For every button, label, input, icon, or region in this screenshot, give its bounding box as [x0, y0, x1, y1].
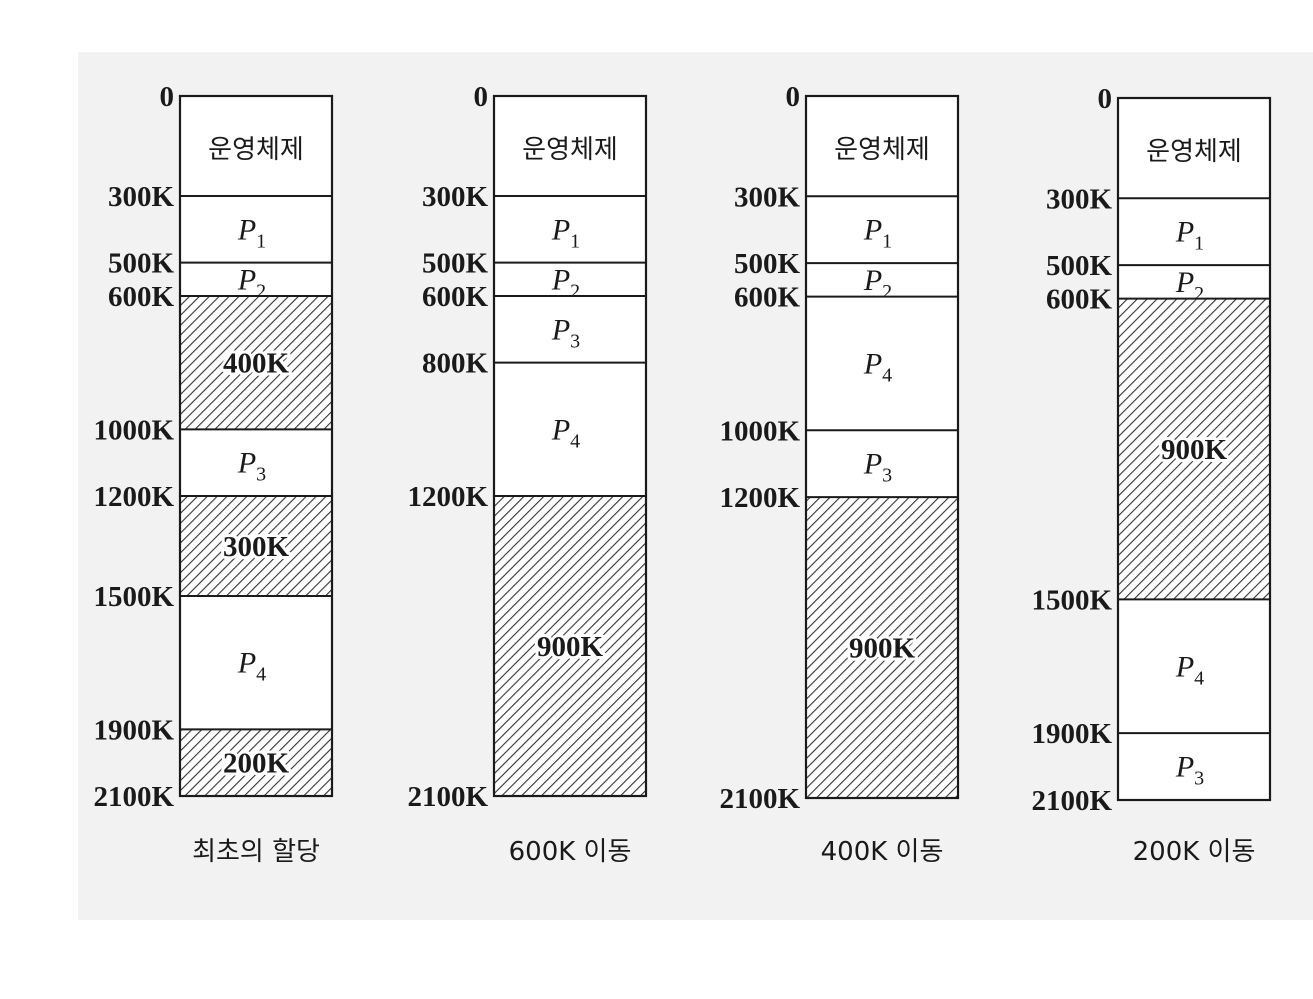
column-2-process-label-P1: P1	[551, 213, 580, 252]
column-4-process-region-P2	[1118, 265, 1270, 299]
column-2-process-label-P2: P2	[551, 263, 580, 302]
column-2-address-label: 800K	[422, 348, 489, 380]
column-2-address-label: 1200K	[407, 481, 488, 513]
column-1-address-label: 300K	[108, 181, 175, 213]
column-4-free-hole-4	[1118, 298, 1270, 600]
column-3-caption: 400K 이동	[821, 837, 944, 867]
column-4-address-label: 1500K	[1031, 584, 1112, 616]
column-3-address-label: 600K	[734, 282, 801, 314]
column-4-address-label: 500K	[1046, 250, 1113, 282]
column-4-address-label: 0	[1098, 83, 1113, 115]
column-1-address-label: 1000K	[93, 414, 174, 446]
column-2-caption: 600K 이동	[509, 837, 632, 867]
column-4-address-label: 2100K	[1031, 785, 1112, 817]
column-1-process-label-P2: P2	[237, 263, 266, 302]
column-2-hole-size-label: 900K	[537, 631, 604, 663]
column-1-free-hole-4	[180, 296, 332, 430]
column-1-process-label-P3: P3	[237, 447, 266, 486]
column-2-process-label-P3: P3	[551, 313, 580, 352]
column-4-process-region-P1	[1118, 198, 1270, 266]
column-2-process-region-P4	[494, 362, 646, 496]
column-3-address-label: 2100K	[719, 783, 800, 815]
column-4-process-label-P4: P4	[1175, 650, 1204, 689]
column-3-free-hole-6	[806, 497, 958, 798]
column-2-address-label: 300K	[422, 181, 489, 213]
column-3-process-region-P3	[806, 430, 958, 498]
column-3-address-label: 0	[786, 81, 801, 113]
column-2-os-label: 운영체제	[522, 135, 618, 165]
column-1-address-label: 1200K	[93, 481, 174, 513]
column-3-process-region-P4	[806, 296, 958, 431]
column-1-address-label: 1900K	[93, 714, 174, 746]
column-3-process-label-P2: P2	[863, 264, 892, 303]
column-3-frame	[804, 94, 960, 800]
column-1-frame	[178, 94, 334, 798]
column-4-os-region	[1118, 98, 1270, 199]
column-1-process-region-P3	[180, 429, 332, 496]
column-4-process-label-P2: P2	[1175, 266, 1204, 305]
column-3-address-label: 300K	[734, 181, 801, 213]
column-1-address-label: 600K	[108, 281, 175, 313]
column-1-address-label: 500K	[108, 248, 175, 280]
memory-columns: 운영체제P1P2400KP3300KP4200K0300K500K600K100…	[93, 81, 1272, 867]
column-1-process-region-P1	[180, 196, 332, 263]
column-3-os-label: 운영체제	[834, 135, 930, 165]
column-4-process-region-P4	[1118, 599, 1270, 734]
column-2-process-region-P3	[494, 296, 646, 363]
column-4-process-label-P3: P3	[1175, 751, 1204, 790]
column-4-os-label: 운영체제	[1146, 137, 1242, 167]
column-2-address-label: 600K	[422, 281, 489, 313]
column-4-process-region-P3	[1118, 733, 1270, 800]
column-3-process-label-P4: P4	[863, 347, 892, 386]
column-3-address-label: 500K	[734, 248, 801, 280]
column-4-address-label: 300K	[1046, 183, 1113, 215]
column-1-process-region-P2	[180, 262, 332, 296]
column-4-hole-size-label: 900K	[1161, 434, 1228, 466]
column-1-process-label-P4: P4	[237, 647, 266, 686]
column-2-os-region	[494, 96, 646, 196]
column-2-process-region-P2	[494, 262, 646, 296]
column-4-frame	[1116, 96, 1272, 802]
column-3-address-label: 1000K	[719, 415, 800, 447]
column-4-process-label-P1: P1	[1175, 216, 1204, 255]
column-1-address-label: 1500K	[93, 581, 174, 613]
column-1-hole-size-label: 300K	[223, 531, 290, 563]
column-1-address-label: 2100K	[93, 781, 174, 813]
column-1-free-hole-6	[180, 496, 332, 596]
column-1-os-label: 운영체제	[208, 135, 304, 165]
column-2-process-label-P4: P4	[551, 413, 580, 452]
column-3-process-region-P1	[806, 196, 958, 264]
column-1-hole-size-label: 200K	[223, 748, 290, 780]
column-3-process-label-P1: P1	[863, 214, 892, 253]
column-2-address-label: 2100K	[407, 781, 488, 813]
column-1-hole-size-label: 400K	[223, 348, 290, 380]
column-3-os-region	[806, 96, 958, 197]
column-1-process-region-P4	[180, 596, 332, 730]
column-3-hole-size-label: 900K	[849, 633, 916, 665]
column-2-frame	[492, 94, 648, 798]
column-2-process-region-P1	[494, 196, 646, 263]
column-1-os-region	[180, 96, 332, 196]
column-4-address-label: 1900K	[1031, 718, 1112, 750]
column-2-address-label: 0	[474, 81, 489, 113]
column-3-address-label: 1200K	[719, 482, 800, 514]
column-3-process-region-P2	[806, 263, 958, 297]
column-2-free-hole-6	[494, 496, 646, 796]
column-4-address-label: 600K	[1046, 284, 1113, 316]
column-4-caption: 200K 이동	[1133, 837, 1256, 867]
column-1-process-label-P1: P1	[237, 213, 266, 252]
column-1-address-label: 0	[160, 81, 175, 113]
column-1-caption: 최초의 할당	[192, 837, 320, 867]
column-3-process-label-P3: P3	[863, 448, 892, 487]
column-1-free-hole-8	[180, 729, 332, 796]
column-2-address-label: 500K	[422, 248, 489, 280]
